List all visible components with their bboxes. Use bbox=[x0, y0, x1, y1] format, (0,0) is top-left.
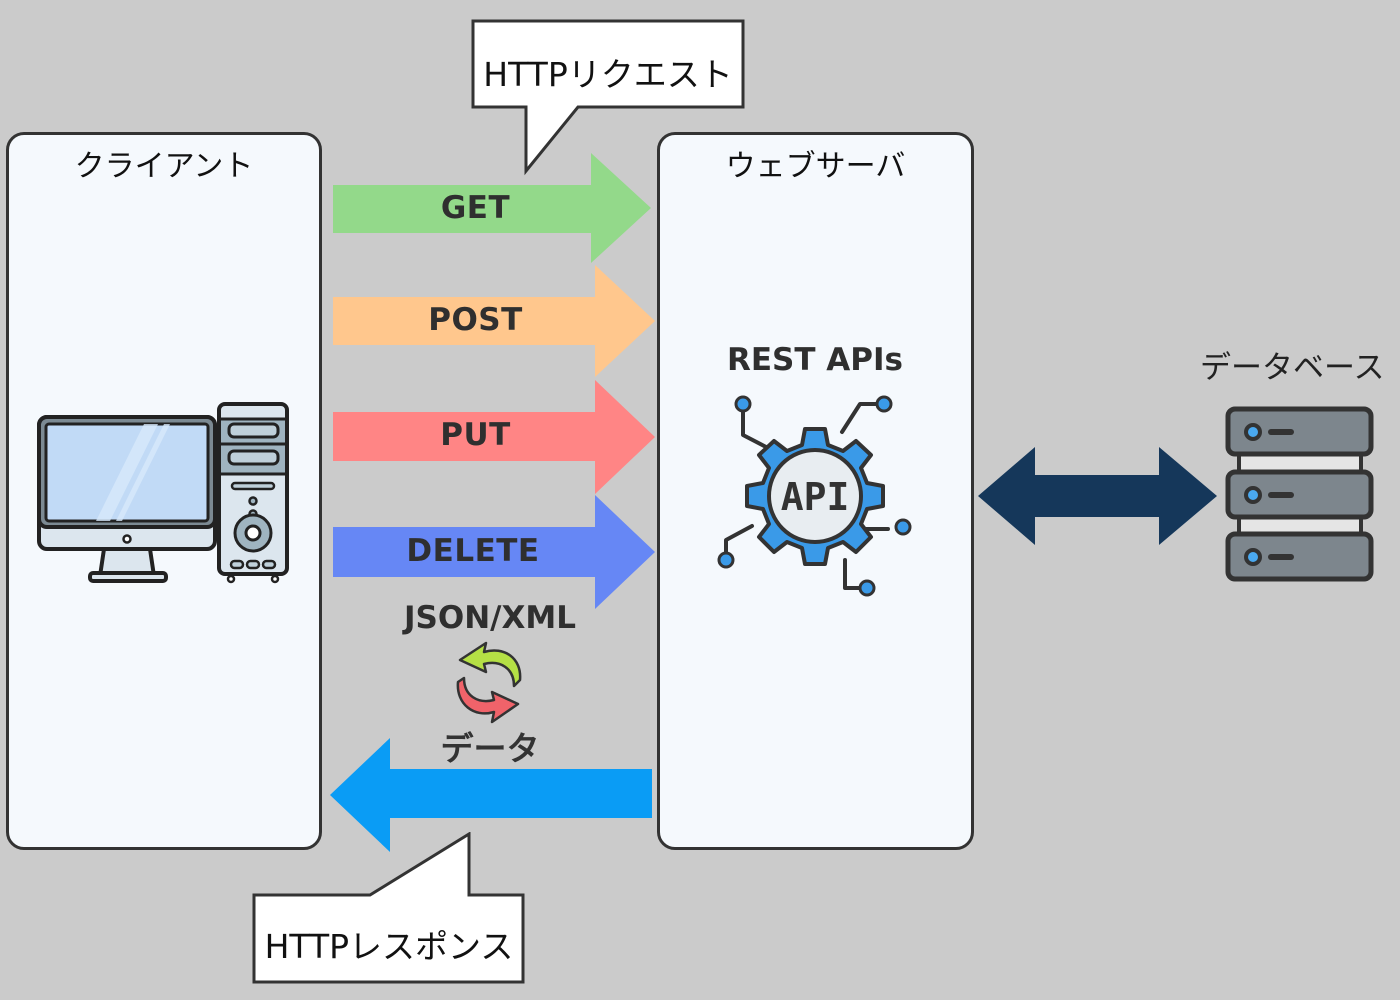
server-title: ウェブサーバ bbox=[725, 149, 906, 184]
sync-arrows-icon bbox=[456, 641, 522, 724]
response-callout-shape bbox=[252, 832, 525, 984]
response-arrow-shape bbox=[330, 738, 652, 852]
format-label: JSON/XML bbox=[404, 600, 576, 636]
api-icon-text: API bbox=[781, 475, 850, 519]
db-arrow-shape bbox=[978, 447, 1217, 545]
method-label-get: GET bbox=[440, 190, 511, 226]
delete-arrow bbox=[333, 495, 655, 609]
data-label: データ bbox=[440, 729, 540, 768]
request-callout-shape bbox=[471, 19, 745, 176]
method-label-post: POST bbox=[428, 302, 523, 338]
desktop-computer-icon bbox=[37, 402, 289, 584]
response-callout-text: HTTPレスポンス bbox=[264, 927, 514, 966]
response-arrow bbox=[330, 738, 652, 852]
api-gear-icon: API bbox=[717, 395, 912, 597]
put-arrow bbox=[333, 380, 655, 494]
post-arrow bbox=[333, 265, 655, 377]
client-title: クライアント bbox=[74, 149, 254, 184]
database-title: データベース bbox=[1200, 350, 1385, 386]
request-callout-text: HTTPリクエスト bbox=[483, 55, 733, 94]
server-subtitle: REST APIs bbox=[726, 342, 903, 378]
database-link-arrow bbox=[978, 447, 1217, 545]
method-arrows bbox=[333, 153, 655, 609]
server-stack-icon bbox=[1225, 406, 1374, 582]
method-label-put: PUT bbox=[440, 417, 511, 453]
method-label-delete: DELETE bbox=[406, 533, 540, 569]
get-arrow bbox=[333, 153, 651, 263]
